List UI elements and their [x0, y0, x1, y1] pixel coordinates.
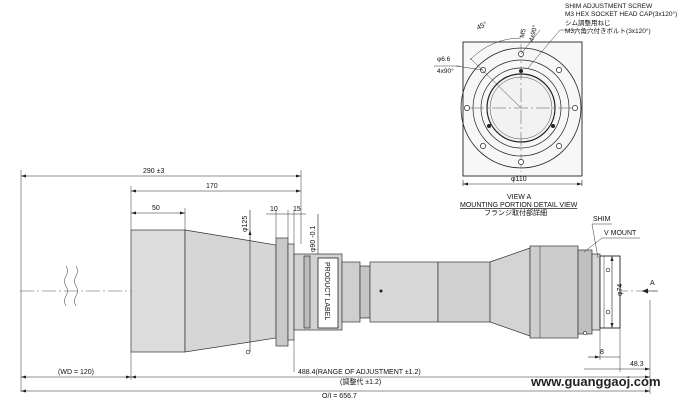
mount-flange [275, 237, 289, 347]
rear-barrel [529, 245, 579, 339]
dim-10-label: 10 [270, 206, 278, 213]
product-label-plate [317, 257, 339, 329]
dia-90-label: φ90 -0.1 [310, 226, 317, 252]
dim-50-label: 50 [152, 205, 160, 212]
front-barrel [130, 229, 186, 353]
dia-125-label: φ125 [242, 216, 249, 232]
view-a-detail: 45° M5 4x90° SHIM ADJUSTMENT SCREW M3 HE… [434, 3, 677, 217]
lens-side-view: PRODUCT LABEL [20, 168, 658, 400]
product-label-text: PRODUCT LABEL [323, 262, 330, 320]
dim-290-label: 290 ±3 [143, 168, 164, 175]
dim-15-label: 15 [293, 206, 301, 213]
watermark: www.guanggaoj.com [530, 374, 661, 389]
dim-48-label: 48.3 [630, 361, 644, 368]
shim-label: SHIM [593, 216, 611, 223]
view-a-title: VIEW A [507, 194, 531, 201]
view-a-marker: A [650, 280, 655, 287]
hole-count-label: 4x90° [437, 67, 454, 75]
view-a-subtitle: MOUNTING PORTION DETAIL VIEW [460, 202, 578, 209]
dim-170-label: 170 [206, 183, 218, 190]
v-mount [577, 249, 593, 335]
shim-callout-2: M3 HEX SOCKET HEAD CAP(3x120°) [565, 10, 677, 18]
dim-8-label: 8 [600, 349, 604, 356]
shim-ring [599, 255, 621, 329]
cone-section [184, 229, 277, 353]
dia-74-label: φ74 [617, 284, 624, 296]
angle-45-label: 45° [475, 20, 488, 32]
oi-label: O/I = 656.7 [322, 393, 357, 400]
m5-label: M5 [519, 28, 528, 38]
view-a-subtitle-jp: フランジ取付部詳細 [484, 208, 547, 217]
flange-dia-label: φ110 [511, 176, 527, 183]
shim-screws [487, 69, 555, 128]
shim-callout-4: M3六角穴付きボルト(3x120°) [565, 26, 651, 35]
shim-callout-3: シム調整用ねじ [565, 18, 611, 27]
wd-label: (WD = 120) [58, 369, 94, 376]
range-jp-label: (調整代 ±1.2) [340, 377, 381, 386]
hole-dia-label: φ6.6 [437, 56, 451, 63]
range-label: 488.4(RANGE OF ADJUSTMENT ±1.2) [298, 369, 421, 376]
shim-callout-1: SHIM ADJUSTMENT SCREW [565, 3, 653, 10]
v-mount-label: V MOUNT [604, 230, 637, 237]
